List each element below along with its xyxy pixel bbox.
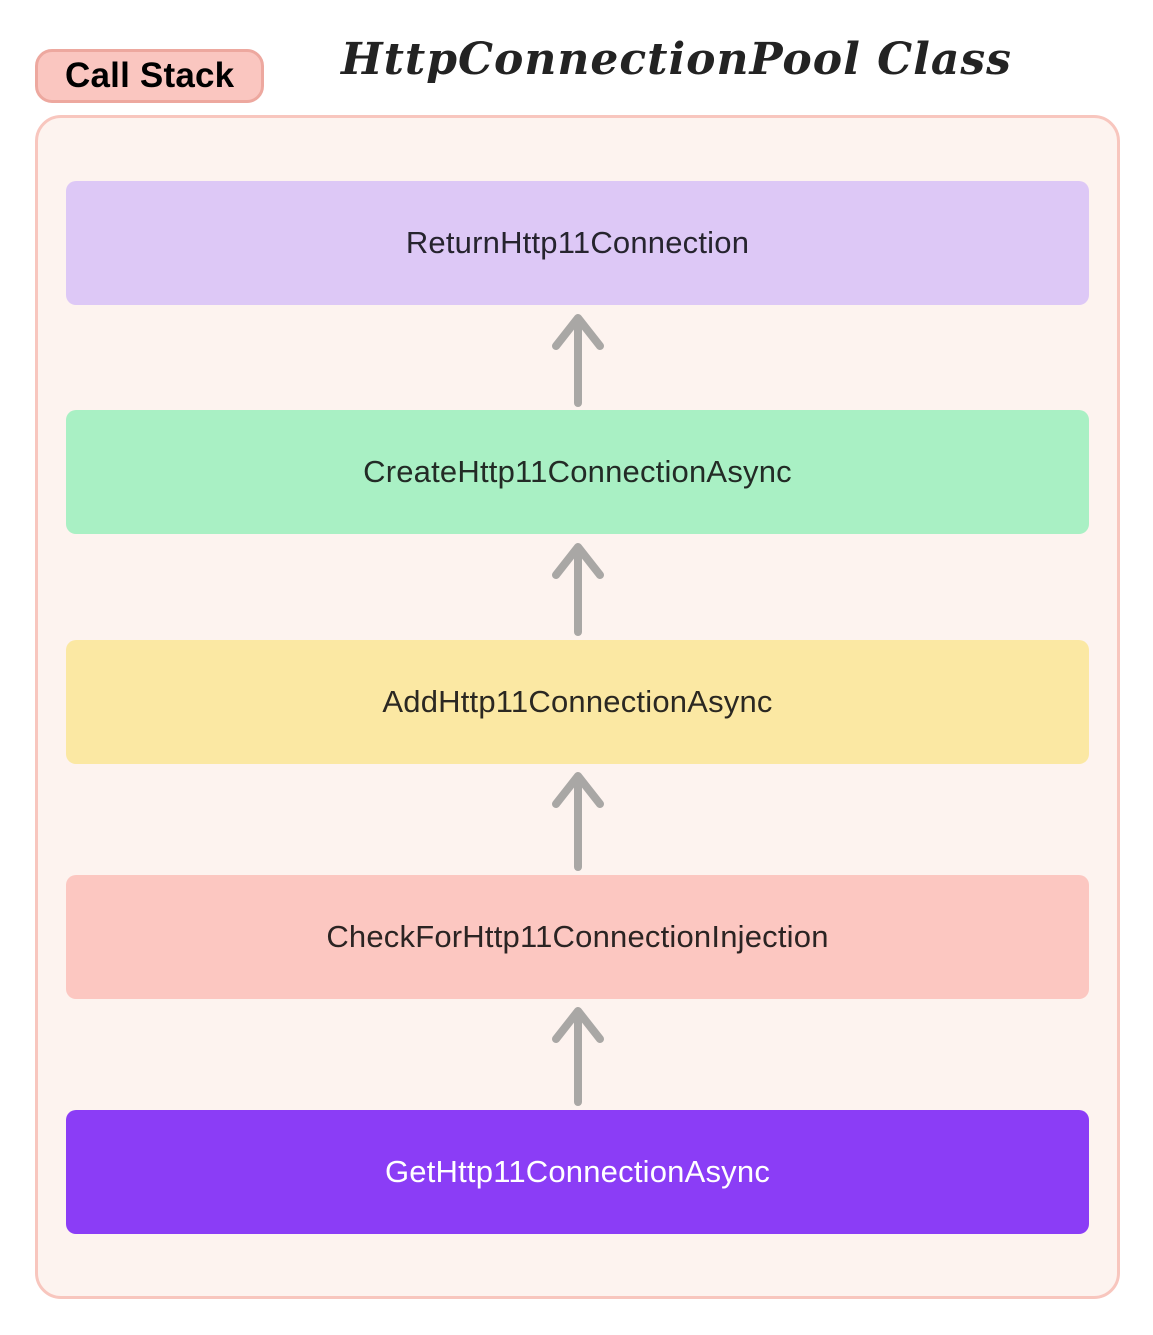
up-arrow-icon (66, 534, 1089, 639)
stack-frame-label: CheckForHttp11ConnectionInjection (326, 918, 829, 954)
stack-frame-label: GetHttp11ConnectionAsync (384, 1154, 771, 1189)
stack-frame-return-http11-connection: ReturnHttp11Connection (66, 181, 1089, 305)
call-stack-badge: Call Stack (35, 49, 265, 103)
up-arrow-icon (66, 305, 1089, 410)
stack-frame-get-http11-connection-async: GetHttp11ConnectionAsync (66, 1110, 1089, 1234)
stack-frame-label: AddHttp11ConnectionAsync (382, 683, 773, 719)
stack-frame-label: ReturnHttp11Connection (405, 225, 750, 260)
up-arrow-icon (66, 999, 1089, 1110)
call-stack-panel: ReturnHttp11Connection CreateHttp11Conne… (35, 115, 1120, 1299)
stack-frame-add-http11-connection-async: AddHttp11ConnectionAsync (66, 639, 1089, 764)
up-arrow-icon (66, 764, 1089, 875)
stack-frame-create-http11-connection-async: CreateHttp11ConnectionAsync (66, 410, 1089, 535)
diagram-title: HttpConnectionPool Class (341, 34, 1012, 85)
stack-frame-check-for-http11-connection-injection: CheckForHttp11ConnectionInjection (66, 874, 1089, 999)
stack-frame-label: CreateHttp11ConnectionAsync (363, 454, 792, 490)
